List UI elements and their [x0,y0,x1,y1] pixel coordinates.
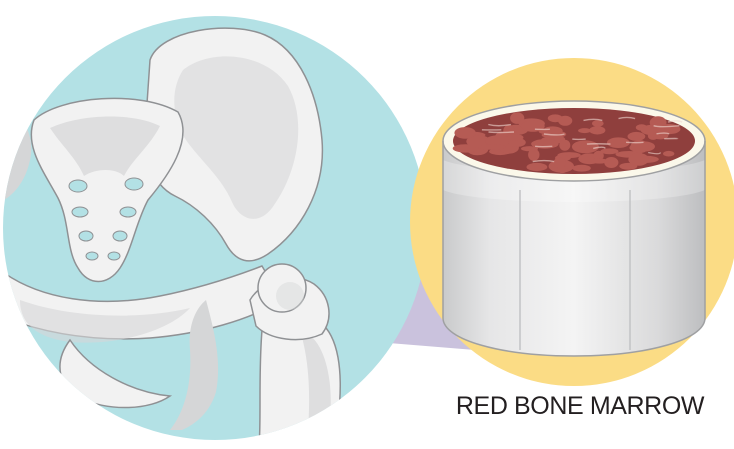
trabecula [489,132,515,133]
marrow-spot [527,163,548,171]
marrow-spot [628,153,649,166]
marrow-spot [553,158,565,169]
marrow-spot [507,134,523,141]
marrow-spot [578,128,591,133]
marrow-spot [479,144,505,150]
femur-head-shade [276,282,304,310]
trabecula [657,133,670,134]
marrow-spot [604,157,618,168]
marrow-spot [589,126,605,134]
marrow-spot [572,165,590,172]
marrow-spot [559,140,570,151]
marrow-spot [558,116,572,126]
marrow-spot [454,127,475,139]
marrow-spot [663,151,674,157]
caption-label: RED BONE MARROW [434,392,726,421]
marrow-spot [592,120,604,127]
bone-cross-section-icon [443,101,705,356]
marrow-spot [628,132,646,141]
